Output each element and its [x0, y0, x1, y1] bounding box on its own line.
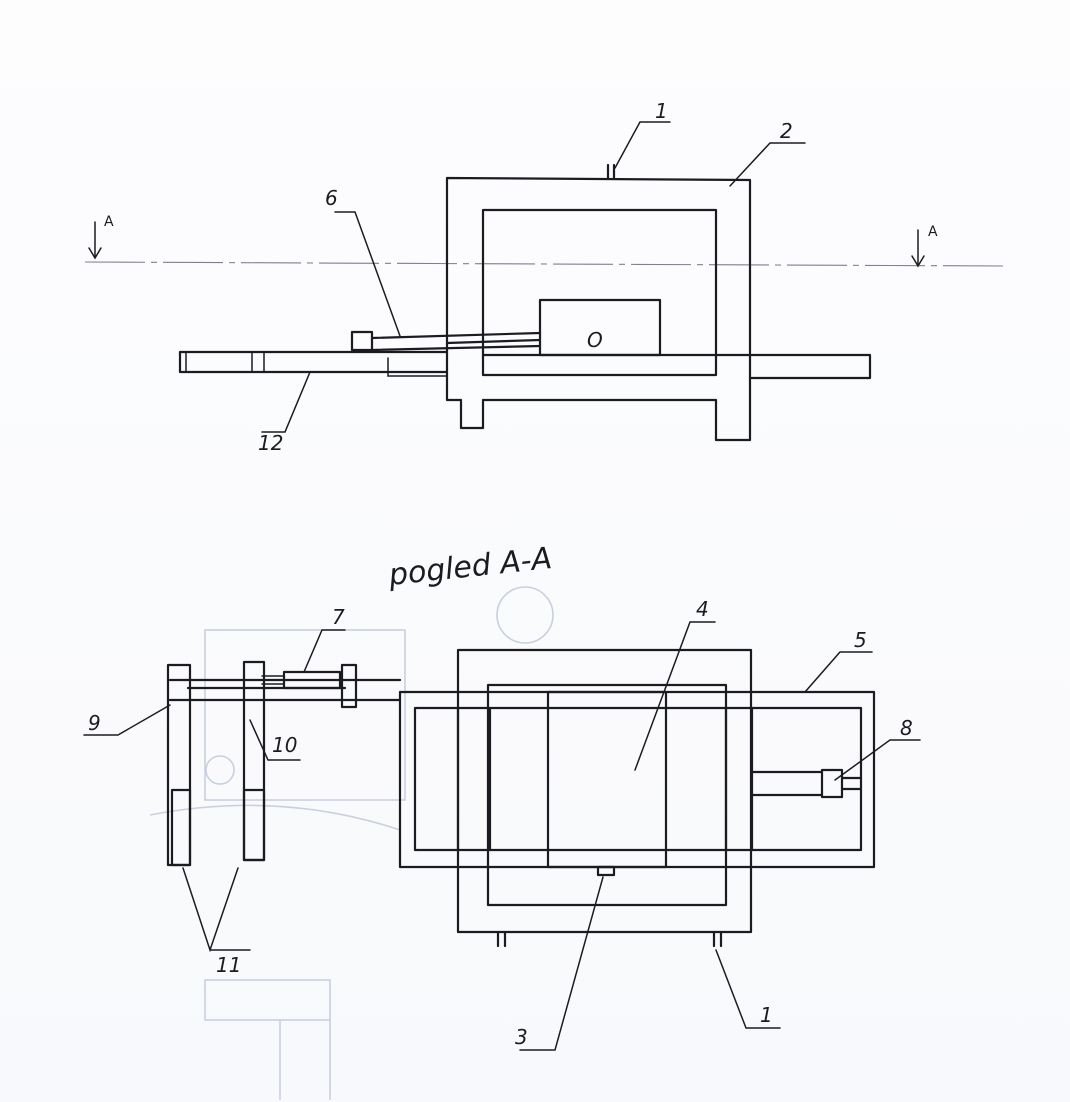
bottom-frame-5 — [398, 690, 876, 869]
top-frame — [445, 176, 752, 442]
bottom-label-7: 7 — [332, 605, 345, 629]
top-label-2: 2 — [780, 119, 793, 143]
bottom-view: 7 4 5 8 9 10 11 3 1 — [83, 597, 921, 1051]
top-arm — [370, 331, 542, 352]
bottom-label-11: 11 — [216, 953, 241, 977]
bottom-piston-8 — [750, 768, 862, 799]
bottom-label-3: 3 — [515, 1025, 528, 1049]
bottom-cylinder-7 — [282, 670, 342, 690]
top-wheel-mark: O — [587, 328, 603, 352]
view-title: pogled A-A — [386, 541, 553, 593]
bottom-label-4: 4 — [696, 597, 709, 621]
bottom-label-8: 8 — [900, 716, 913, 740]
bottom-outer-frame-inner — [486, 683, 728, 907]
bottom-pad-left — [170, 788, 192, 867]
bottom-slider-3 — [596, 865, 616, 877]
top-label-12: 12 — [258, 431, 283, 455]
top-bolt — [606, 163, 616, 180]
top-rail — [178, 350, 449, 374]
show-through-sketch — [149, 586, 554, 1100]
bottom-label-10: 10 — [272, 733, 297, 757]
section-line: A A — [84, 214, 1006, 268]
bottom-arm-10 — [242, 660, 266, 862]
section-mark-left: A — [104, 214, 114, 230]
top-frame-inner — [481, 208, 718, 377]
top-label-1: 1 — [655, 99, 668, 123]
bottom-plate-4 — [546, 690, 668, 869]
bottom-bolt-right — [712, 930, 723, 948]
top-label-6: 6 — [325, 186, 338, 210]
top-motor-box — [538, 298, 662, 357]
section-mark-right: A — [928, 224, 938, 240]
bottom-bolt-left — [496, 930, 507, 948]
bottom-pad-right — [242, 788, 266, 862]
top-arm-clamp — [350, 330, 374, 352]
bottom-frame-5-inner — [413, 706, 863, 852]
bottom-label-9: 9 — [88, 711, 101, 735]
top-view: O 1 2 6 12 — [178, 99, 872, 455]
bottom-clamp — [340, 663, 358, 709]
bottom-label-1: 1 — [760, 1003, 773, 1027]
bottom-label-5: 5 — [854, 628, 867, 652]
